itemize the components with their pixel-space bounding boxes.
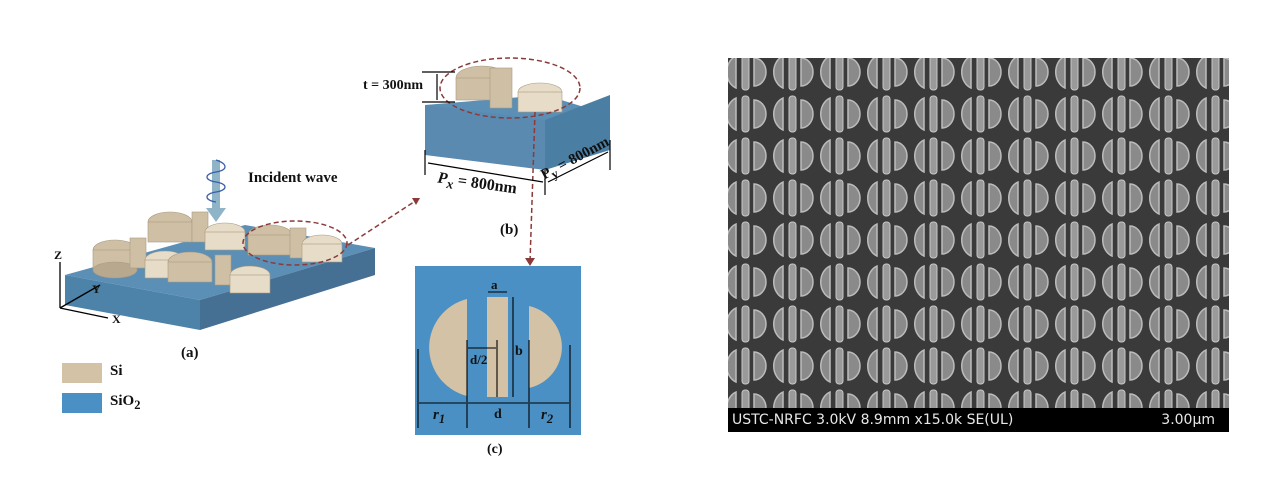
unit-cell-side: [545, 95, 610, 170]
dim-a-label: a: [491, 277, 498, 292]
dimension-lines-b: [422, 71, 611, 195]
dim-r1-label: r1: [433, 407, 446, 426]
legend-sio2-label: SiO2: [110, 393, 141, 412]
dashed-arrow-a-to-b: [347, 197, 421, 246]
panel-a-diagram: [59, 57, 611, 435]
dashed-arrow-head-c: [525, 258, 535, 266]
caption-c: (c): [487, 442, 503, 457]
legend-si-swatch: [62, 363, 102, 383]
dim-r2-label: r2: [541, 407, 554, 426]
incident-wave-icon: [206, 159, 226, 203]
top-view-r1-semicircle: [429, 299, 467, 396]
sem-pattern: [728, 58, 1229, 427]
dashed-arrow-head: [412, 198, 420, 205]
thickness-label: t = 300nm: [363, 78, 424, 93]
legend-sio2-swatch: [62, 393, 102, 413]
highlight-ellipse-b: [439, 57, 581, 119]
substrate-side: [200, 248, 375, 330]
legend-si-label: Si: [110, 363, 123, 379]
dim-b-label: b: [515, 344, 523, 359]
si-resonators: [92, 211, 343, 294]
axis-x-label: X: [112, 312, 121, 326]
dim-d-label: d: [494, 407, 502, 422]
unit-cell-front: [425, 105, 545, 170]
dimension-lines-c: [417, 291, 571, 428]
sem-micrograph: USTC-NRFC 3.0kV 8.9mm x15.0k SE(UL) 3.00…: [728, 58, 1229, 432]
axis-y-label: Y: [92, 282, 101, 296]
highlight-ellipse-a: [242, 220, 348, 266]
caption-b: (b): [500, 222, 519, 238]
top-view-r2-semicircle: [529, 306, 562, 388]
incident-wave-label: Incident wave: [248, 170, 338, 186]
dim-d-half-label: d/2: [470, 352, 488, 367]
axis-z-label: Z: [54, 248, 63, 262]
axes-icon: [59, 262, 109, 319]
sem-scale-label: 3.00µm: [1161, 412, 1215, 428]
incident-arrow-shaft: [212, 160, 220, 210]
dashed-arrow-b-to-c: [529, 111, 536, 263]
sem-info-text: USTC-NRFC 3.0kV 8.9mm x15.0k SE(UL): [732, 412, 1014, 428]
incident-arrow-head: [206, 208, 226, 222]
unit-cell-resonator: [455, 65, 563, 113]
sem-info-bar: USTC-NRFC 3.0kV 8.9mm x15.0k SE(UL) 3.00…: [728, 408, 1229, 432]
substrate-front: [65, 275, 200, 330]
caption-a: (a): [181, 345, 199, 361]
